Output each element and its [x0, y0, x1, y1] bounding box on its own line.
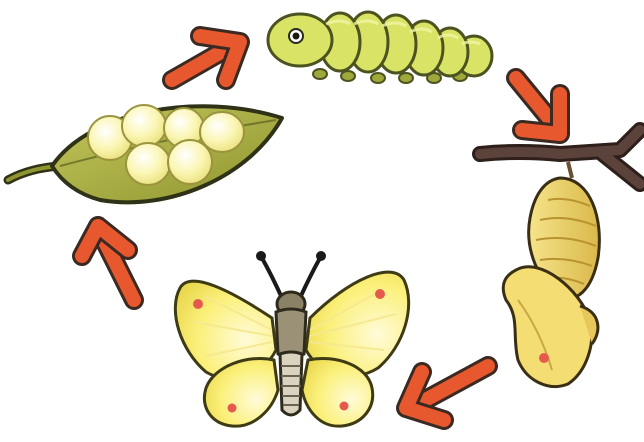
- arrow-eggs-to-caterpillar-icon: [172, 36, 240, 80]
- arrow-butterfly-to-eggs-icon: [82, 226, 134, 300]
- butterfly-icon: [175, 251, 408, 426]
- caterpillar-icon: [268, 12, 492, 83]
- chrysalis-icon: [480, 130, 640, 387]
- eggs-on-leaf-icon: [8, 105, 282, 202]
- arrow-pupa-to-butterfly-icon: [406, 366, 488, 420]
- arrow-caterpillar-to-pupa-icon: [516, 78, 560, 134]
